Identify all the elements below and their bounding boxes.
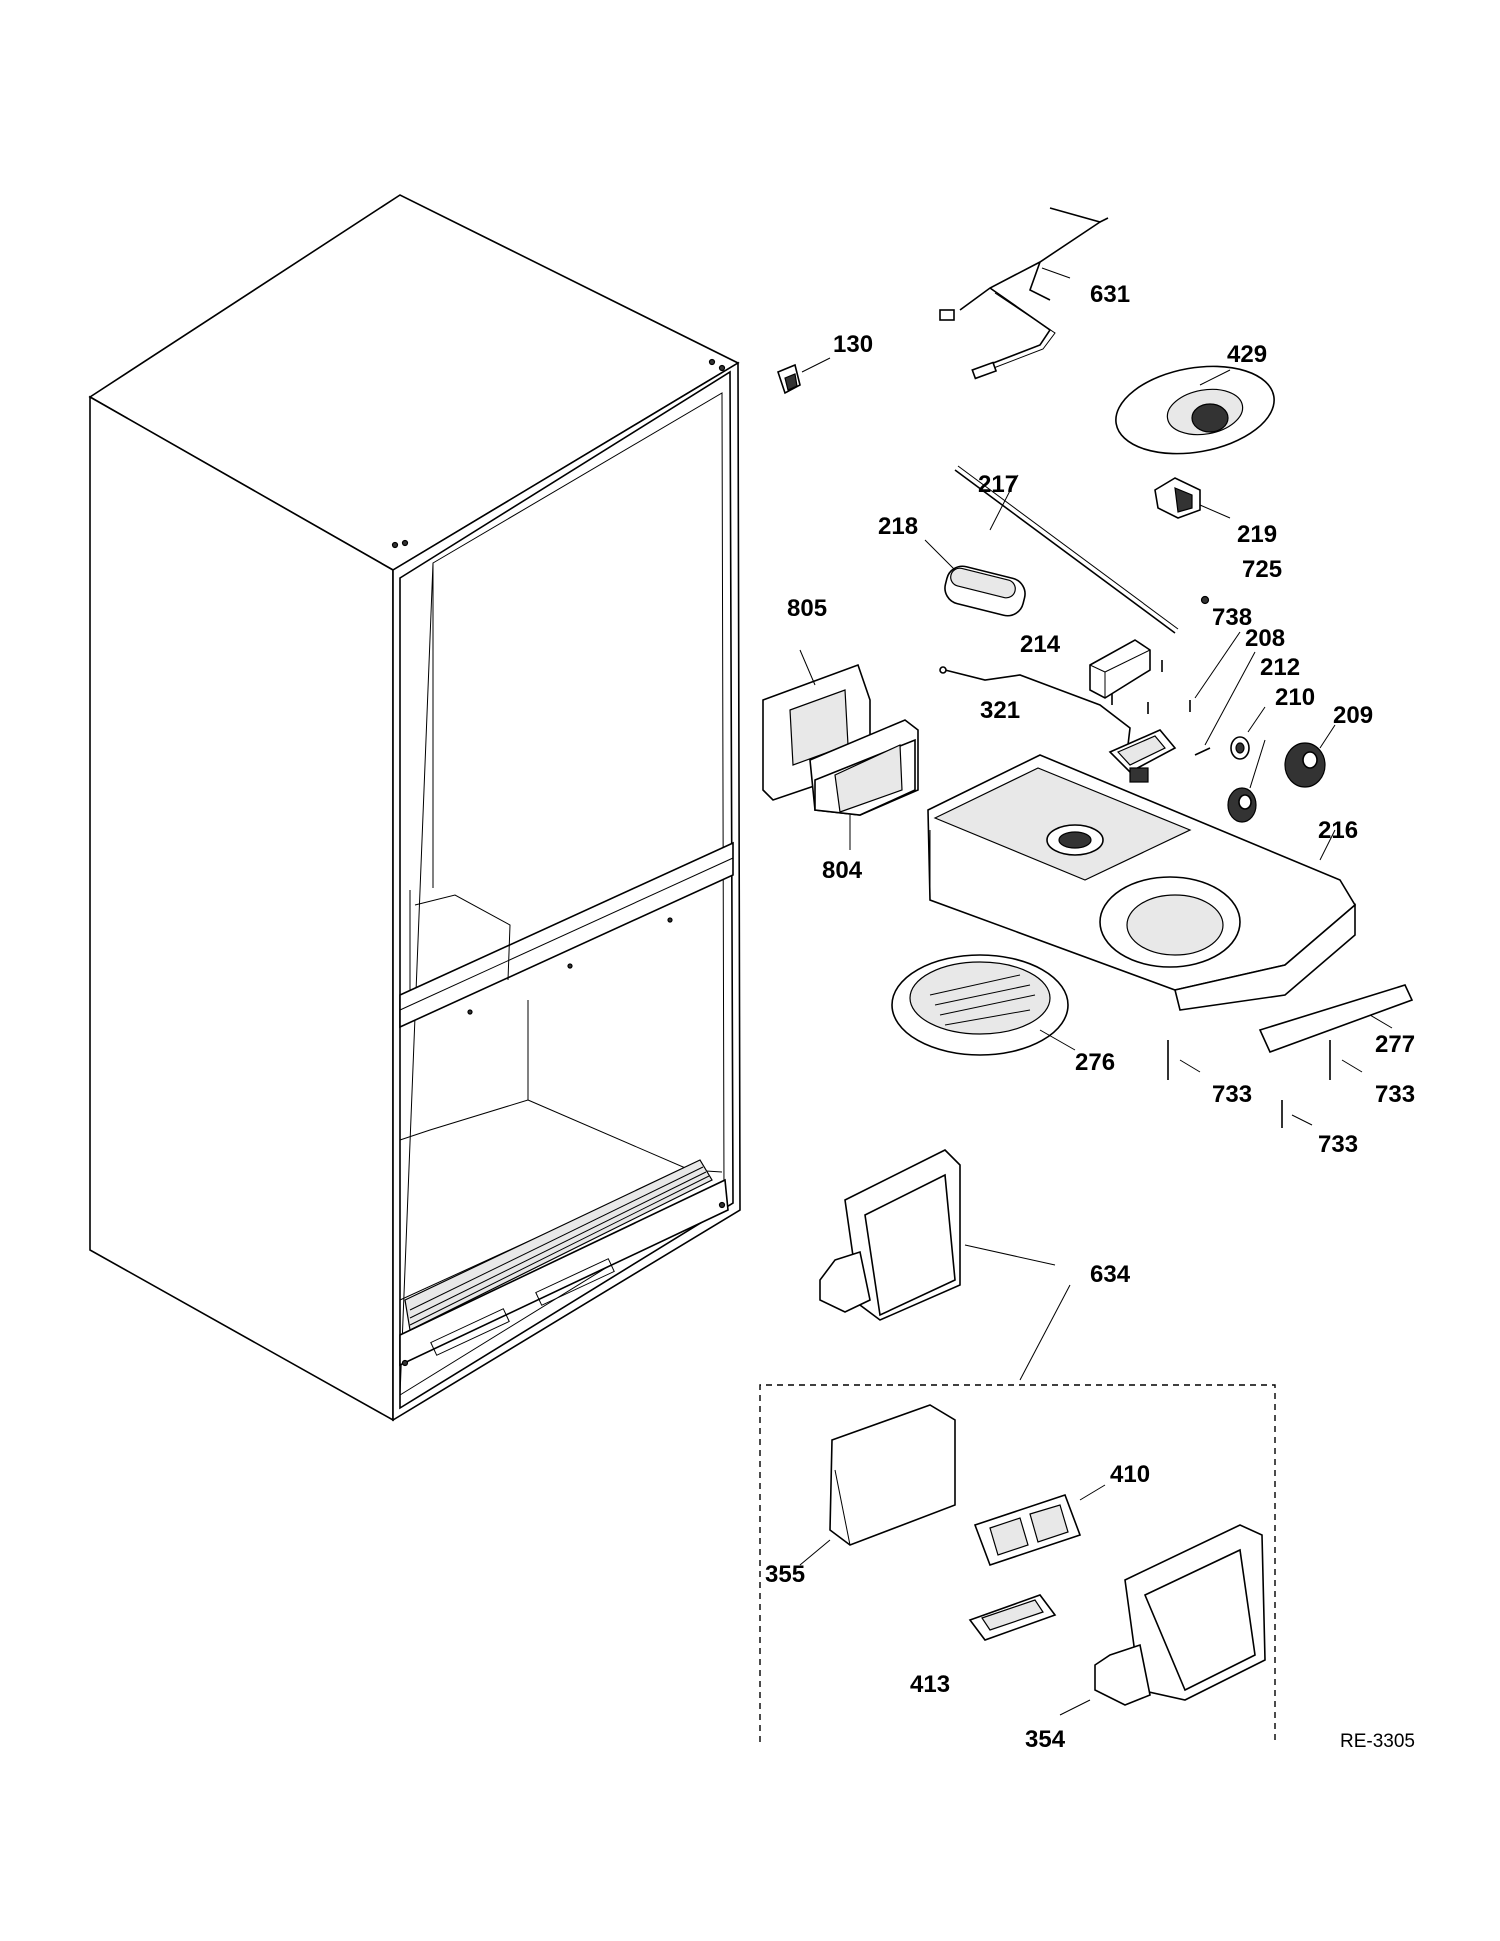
part-410-gasket xyxy=(973,1484,1106,1567)
part-733-pins xyxy=(1167,1040,1363,1128)
part-804-housing xyxy=(809,719,919,850)
label-410: 410 xyxy=(1110,1461,1150,1488)
part-276-basket xyxy=(891,954,1076,1056)
label-429: 429 xyxy=(1227,341,1267,368)
part-429-lamp-cover xyxy=(1115,365,1275,455)
part-216-tray xyxy=(927,754,1357,1011)
label-130: 130 xyxy=(833,331,873,358)
label-219: 219 xyxy=(1237,521,1277,548)
label-355: 355 xyxy=(765,1561,805,1588)
part-725-screw xyxy=(1200,595,1210,605)
label-413: 413 xyxy=(910,1671,950,1698)
part-214-cover xyxy=(1089,639,1151,699)
part-354-housing xyxy=(1059,1524,1266,1716)
label-216: 216 xyxy=(1318,817,1358,844)
label-733-c: 733 xyxy=(1318,1131,1358,1158)
label-354: 354 xyxy=(1025,1726,1066,1753)
part-210-knob xyxy=(1227,739,1266,823)
label-214: 214 xyxy=(1020,631,1061,658)
reference-code: RE-3305 xyxy=(1340,1731,1415,1752)
kit-boundary xyxy=(759,1384,1276,1742)
part-277-trim xyxy=(1258,984,1414,1054)
bottom-grille xyxy=(404,1159,713,1331)
part-labels: 130 631 429 217 219 218 725 738 805 214 … xyxy=(765,281,1415,1753)
label-218: 218 xyxy=(878,513,918,540)
label-804: 804 xyxy=(822,857,863,884)
part-219-lamp-socket xyxy=(1154,477,1231,519)
label-208: 208 xyxy=(1245,625,1285,652)
label-805: 805 xyxy=(787,595,827,622)
label-217: 217 xyxy=(978,471,1018,498)
part-209-knob xyxy=(1284,724,1336,788)
part-212-knob xyxy=(1230,706,1266,760)
label-634: 634 xyxy=(1090,1261,1131,1288)
part-634-dispenser-assembly xyxy=(819,1149,1071,1381)
part-355-cover xyxy=(799,1404,956,1566)
label-733-a: 733 xyxy=(1212,1081,1252,1108)
part-631-wire-harness xyxy=(939,207,1109,380)
label-321: 321 xyxy=(980,697,1020,724)
label-725: 725 xyxy=(1242,556,1282,583)
label-210: 210 xyxy=(1275,684,1315,711)
label-738: 738 xyxy=(1212,604,1252,631)
part-208-control-board xyxy=(1108,651,1256,783)
label-209: 209 xyxy=(1333,702,1373,729)
part-321-wire xyxy=(939,666,1131,746)
part-738-screws xyxy=(1111,631,1241,714)
label-631: 631 xyxy=(1090,281,1130,308)
label-733-b: 733 xyxy=(1375,1081,1415,1108)
part-413-gasket xyxy=(968,1594,1057,1641)
part-218-pad xyxy=(924,539,1026,617)
label-212: 212 xyxy=(1260,654,1300,681)
label-276: 276 xyxy=(1075,1049,1115,1076)
part-130-switch xyxy=(777,357,831,395)
refrigerator-cabinet xyxy=(88,194,741,1422)
label-277: 277 xyxy=(1375,1031,1415,1058)
part-217-heater-rod xyxy=(954,465,1179,634)
